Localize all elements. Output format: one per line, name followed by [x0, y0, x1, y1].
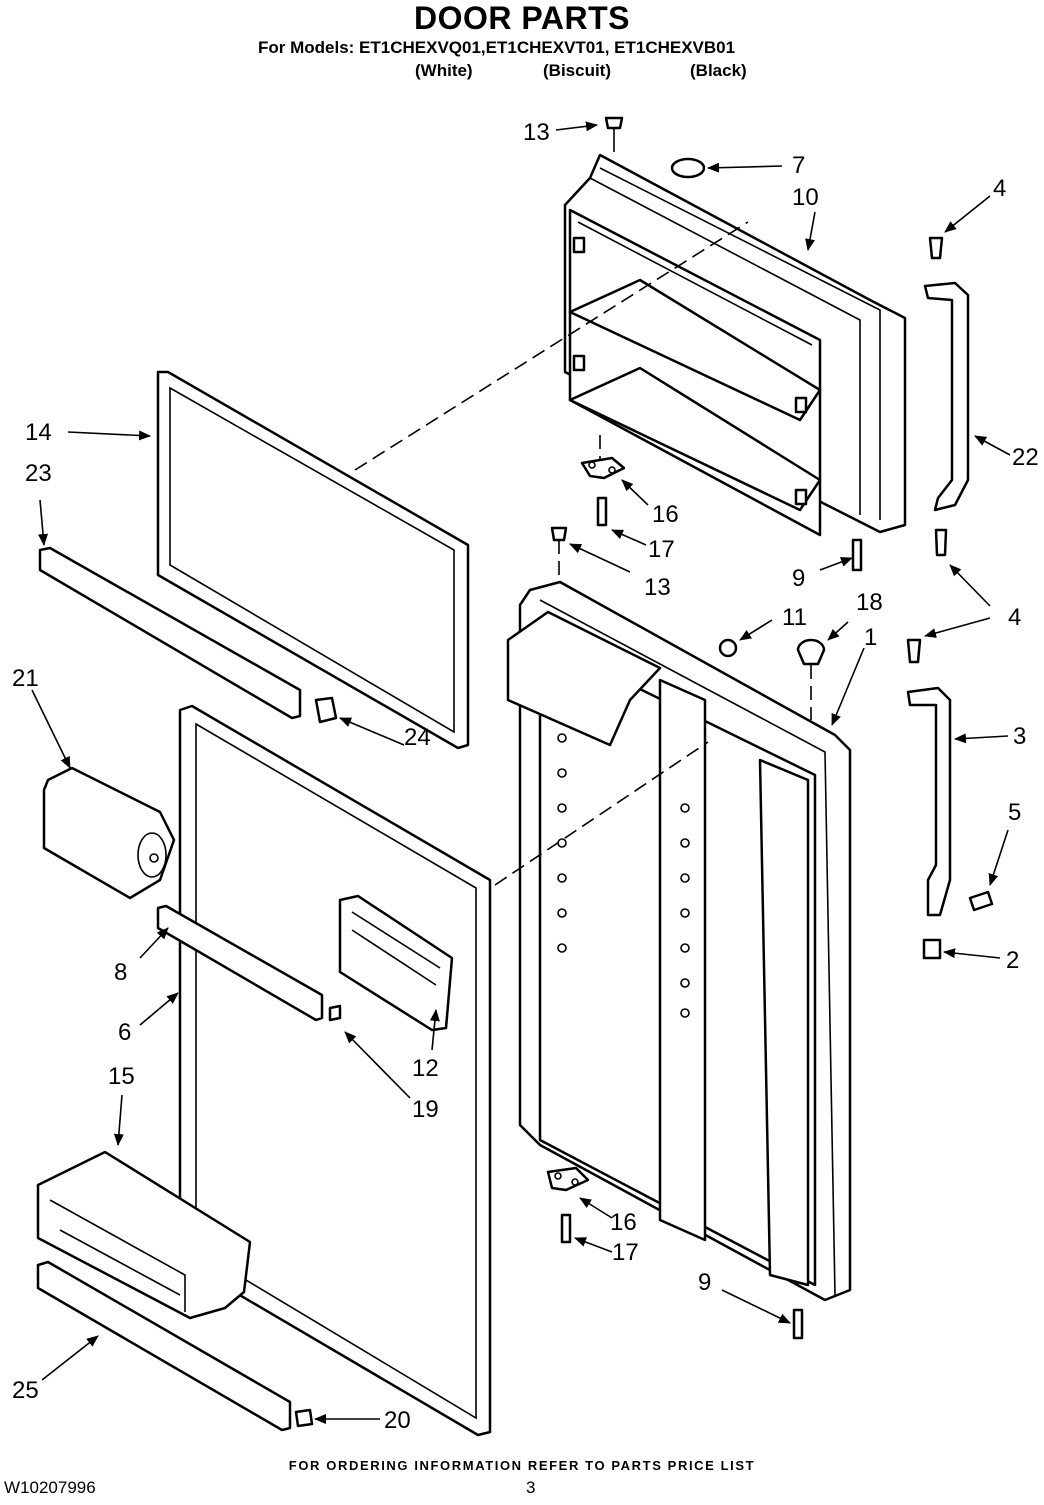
callout-numbers: 13 7 10 4 14 23 22 16 17 13 9 11 18 1 4 … — [12, 119, 1039, 1434]
callout-25: 25 — [12, 1377, 39, 1404]
shelf-front-12 — [338, 894, 454, 1032]
callout-4: 4 — [993, 175, 1006, 202]
callout-3: 3 — [1013, 723, 1026, 750]
part-11 — [718, 638, 738, 658]
callout-4: 4 — [1008, 604, 1021, 631]
callout-14: 14 — [25, 419, 52, 446]
callout-17: 17 — [648, 536, 675, 563]
callout-16: 16 — [610, 1209, 637, 1236]
callout-13: 13 — [644, 574, 671, 601]
model-list: For Models: ET1CHEXVQ01,ET1CHEXVT01, ET1… — [258, 38, 736, 57]
callout-5: 5 — [1008, 799, 1021, 826]
color-black: (Black) — [690, 61, 747, 80]
callout-21: 21 — [12, 665, 39, 692]
callout-9: 9 — [792, 565, 805, 592]
callout-6: 6 — [118, 1019, 131, 1046]
color-white: (White) — [415, 61, 473, 80]
callout-24: 24 — [404, 724, 431, 751]
dash-fresh — [494, 741, 709, 886]
fresh-food-door — [506, 580, 852, 1302]
callout-11: 11 — [782, 604, 807, 631]
leader-lines — [31, 121, 1011, 1424]
part-20 — [294, 1408, 314, 1428]
trim-23 — [38, 546, 302, 720]
trim-25 — [36, 1260, 314, 1432]
callout-22: 22 — [1012, 444, 1039, 471]
color-biscuit: (Biscuit) — [543, 61, 611, 80]
callout-8: 8 — [114, 959, 127, 986]
callout-13: 13 — [523, 119, 550, 146]
part-2 — [922, 938, 942, 960]
callout-9: 9 — [698, 1269, 711, 1296]
callout-7: 7 — [792, 152, 805, 179]
freezer-door — [563, 116, 907, 537]
plug-18 — [796, 638, 826, 666]
callout-12: 12 — [412, 1055, 439, 1082]
callout-10: 10 — [792, 184, 819, 211]
part-19 — [328, 1004, 342, 1022]
ordering-note: FOR ORDERING INFORMATION REFER TO PARTS … — [288, 1458, 756, 1473]
callout-19: 19 — [412, 1096, 439, 1123]
page-title: DOOR PARTS — [414, 0, 630, 36]
dairy-compartment-21 — [42, 766, 176, 900]
page-number: 3 — [526, 1478, 536, 1497]
plug-7 — [670, 157, 706, 179]
callout-18: 18 — [856, 589, 883, 616]
callout-23: 23 — [25, 460, 52, 487]
part-24 — [314, 696, 338, 724]
door-bin-15 — [36, 1150, 252, 1320]
fresh-food-gasket — [178, 704, 492, 1437]
callout-1: 1 — [864, 624, 877, 651]
dash-freezer — [354, 221, 749, 471]
plug-13-top — [604, 116, 624, 130]
fresh-food-hinge-parts — [546, 1166, 804, 1340]
callout-20: 20 — [384, 1407, 411, 1434]
freezer-gasket — [156, 370, 470, 750]
plug-13-mid — [550, 526, 568, 542]
freezer-hinge-parts — [550, 435, 863, 580]
callout-16: 16 — [652, 501, 679, 528]
freezer-handle — [923, 236, 970, 557]
callout-15: 15 — [108, 1063, 135, 1090]
callout-17: 17 — [612, 1239, 639, 1266]
callout-2: 2 — [1006, 947, 1019, 974]
fresh-food-handle — [906, 638, 994, 960]
document-number: W10207996 — [4, 1478, 96, 1497]
